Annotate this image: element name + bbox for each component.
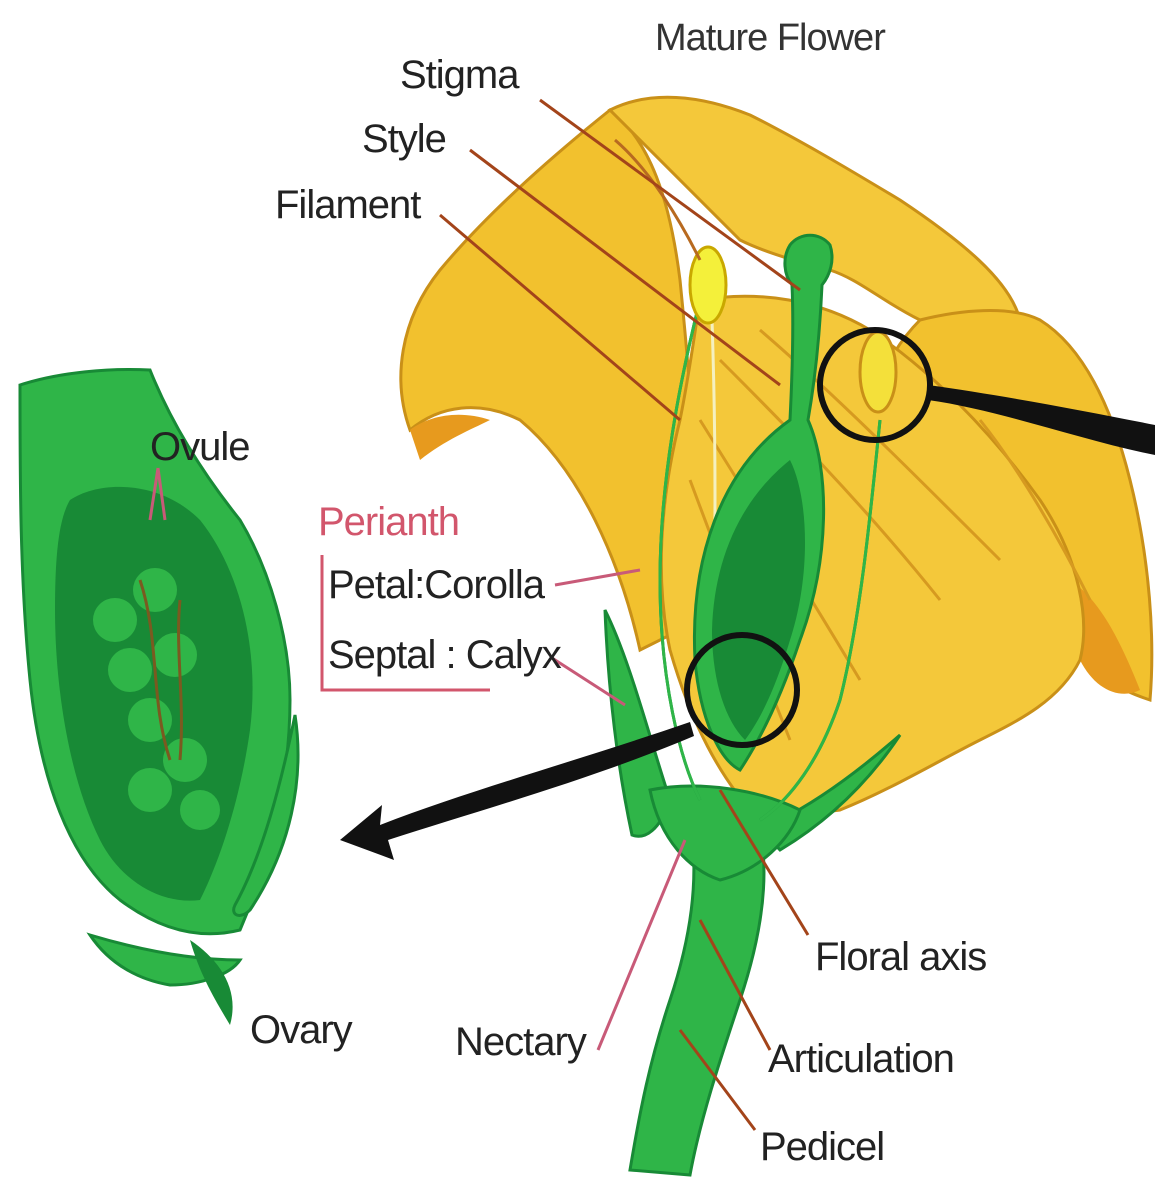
label-pedicel: Pedicel (760, 1125, 884, 1169)
anther-left (690, 247, 726, 323)
label-filament: Filament (275, 183, 421, 227)
label-nectary: Nectary (455, 1020, 587, 1064)
label-ovule: Ovule (150, 425, 250, 469)
label-style: Style (362, 117, 446, 161)
label-stigma: Stigma (400, 53, 520, 97)
label-sepal-calyx: Septal : Calyx (328, 633, 562, 677)
label-ovary: Ovary (250, 1008, 353, 1052)
diagram-title: Mature Flower (655, 17, 886, 59)
label-petal-corolla: Petal:Corolla (328, 563, 546, 607)
anther-right (860, 332, 896, 412)
pedicel-stem (630, 820, 764, 1175)
label-perianth: Perianth (318, 500, 459, 544)
label-floral-axis: Floral axis (815, 935, 986, 979)
label-articulation: Articulation (768, 1037, 954, 1081)
